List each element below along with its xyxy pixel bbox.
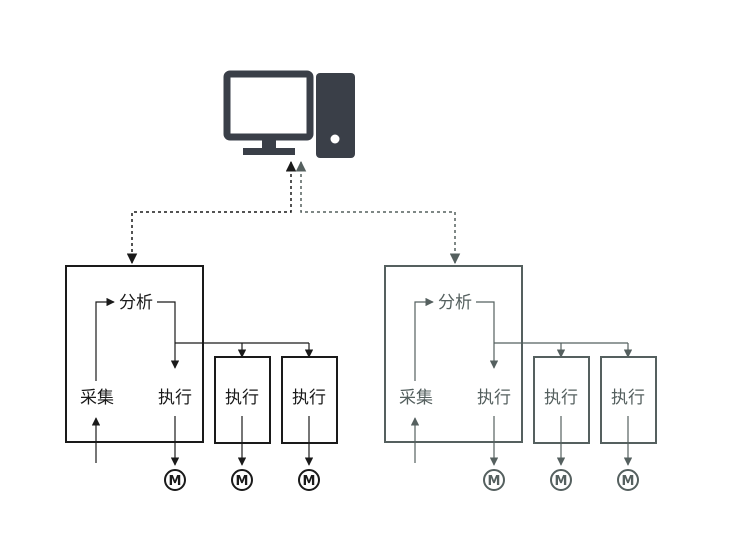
monitor-base xyxy=(243,148,295,155)
analyze-label: 分析 xyxy=(119,293,153,313)
monitor-icon xyxy=(223,70,314,141)
main-controller-box xyxy=(384,265,523,443)
main-controller-box xyxy=(65,265,204,443)
execute-label: 执行 xyxy=(292,388,326,408)
execute-label: 执行 xyxy=(225,388,259,408)
motor-label: M xyxy=(169,474,182,489)
collect-label: 采集 xyxy=(80,388,114,408)
motor-icon: M xyxy=(164,469,186,491)
motor-label: M xyxy=(622,474,635,489)
analyze-label: 分析 xyxy=(438,293,472,313)
collect-to-analyze-arrow xyxy=(95,297,115,381)
link-to-group-2 xyxy=(295,160,461,265)
tower-power-button xyxy=(330,134,340,144)
motor-label: M xyxy=(488,474,501,489)
desktop-computer-icon xyxy=(223,70,355,158)
execute-label: 执行 xyxy=(477,388,511,408)
tower-icon xyxy=(316,73,355,158)
execute-label: 执行 xyxy=(544,388,578,408)
collect-to-analyze-arrow xyxy=(414,297,434,381)
analyze-to-execute-arrow xyxy=(476,301,499,369)
execute-label: 执行 xyxy=(611,388,645,408)
motor-icon: M xyxy=(231,469,253,491)
motor-icon: M xyxy=(298,469,320,491)
analyze-to-execute-arrow xyxy=(157,301,180,369)
motor-icon: M xyxy=(550,469,572,491)
motor-icon: M xyxy=(483,469,505,491)
link-to-group-1 xyxy=(126,160,297,265)
motor-label: M xyxy=(236,474,249,489)
collect-label: 采集 xyxy=(399,388,433,408)
network-links xyxy=(126,160,461,265)
motor-icon: M xyxy=(617,469,639,491)
motor-label: M xyxy=(303,474,316,489)
execute-label: 执行 xyxy=(158,388,192,408)
monitor-stand xyxy=(262,137,276,149)
motor-label: M xyxy=(555,474,568,489)
